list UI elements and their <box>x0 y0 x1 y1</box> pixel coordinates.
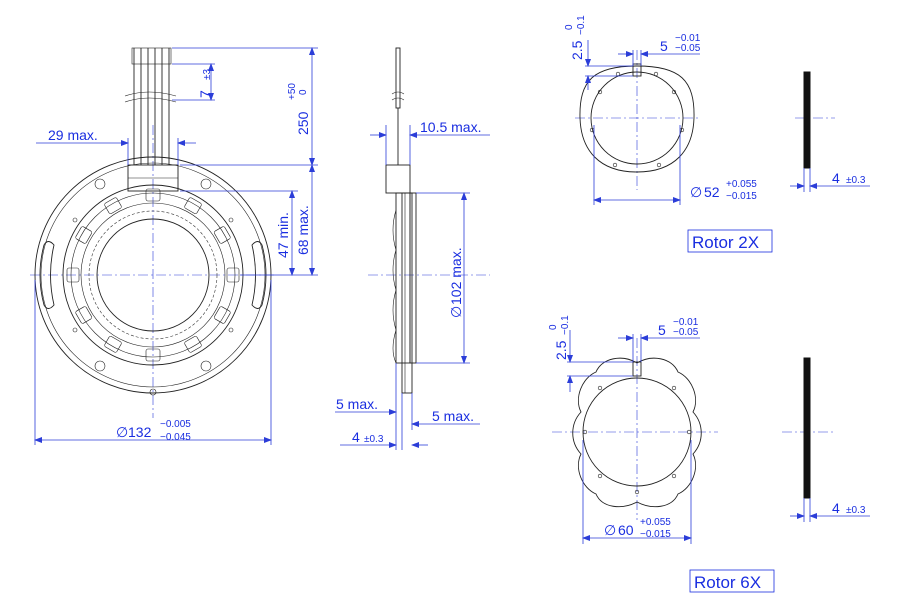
rotor-2x-label: Rotor 2X <box>692 233 759 252</box>
rotor2x-key-width-tol-upper: −0.01 <box>675 33 701 44</box>
dim-side-dia-102: 102 max. <box>448 247 464 305</box>
rotor6x-key-depth: 2.5 <box>553 340 569 360</box>
front-dimensions <box>34 47 318 445</box>
rotor2x-dia-symbol: ∅ <box>690 184 702 200</box>
rotor-2x-label-box <box>687 229 773 253</box>
rotor-6x-label: Rotor 6X <box>694 573 761 592</box>
rotor2x-thickness-tol: ±0.3 <box>846 175 866 186</box>
dim-outer-tol-upper: −0.005 <box>160 419 191 430</box>
stator-side-view <box>368 47 490 394</box>
dim-side-4-tol: ±0.3 <box>364 434 384 445</box>
rotor-2x-front <box>575 50 700 190</box>
dim-side-10-5: 10.5 max. <box>420 119 481 135</box>
rotor6x-thickness: 4 <box>832 500 840 516</box>
rotor6x-key-width: 5 <box>658 322 666 338</box>
dim-height-68: 68 max. <box>295 205 311 255</box>
rotor2x-bore-tol-upper: +0.055 <box>726 179 757 190</box>
rotor6x-bore-tol-upper: +0.055 <box>640 517 671 528</box>
coil-set <box>66 188 240 362</box>
rotor-6x-label-box <box>689 569 775 593</box>
dim-cable-tol-upper: +50 <box>287 83 298 100</box>
rotor-2x-dimensions <box>585 40 700 205</box>
cable-wires <box>124 47 177 165</box>
dim-height-47: 47 min. <box>275 212 291 258</box>
rotor6x-key-depth-tol-upper: 0 <box>548 324 559 330</box>
rotor-6x-front <box>552 338 718 520</box>
dim-width-29: 29 max. <box>48 127 98 143</box>
side-dimensions <box>335 125 490 450</box>
rotor6x-key-width-tol-upper: −0.01 <box>673 317 699 328</box>
rotor6x-thickness-tol: ±0.3 <box>846 505 866 516</box>
rotor6x-bore-tol-lower: −0.015 <box>640 529 671 540</box>
stator-front-view <box>30 47 275 418</box>
rotor2x-key-depth-tol-upper: 0 <box>564 24 575 30</box>
rotor2x-bore-tol-lower: −0.015 <box>726 191 757 202</box>
dim-dia-symbol-132: ∅ <box>116 424 128 440</box>
dim-outer-tol-lower: −0.045 <box>160 432 191 443</box>
rotor2x-key-depth: 2.5 <box>569 40 585 60</box>
dim-side-5-right: 5 max. <box>432 408 474 424</box>
rotor-6x-side <box>782 357 870 522</box>
rotor2x-key-width-tol-lower: −0.05 <box>675 43 701 54</box>
dim-side-dia-symbol: ∅ <box>448 306 464 318</box>
dim-wire-offset: 7 <box>197 90 213 98</box>
rotor6x-key-depth-tol-lower: −0.1 <box>560 315 571 335</box>
rotor-6x-dimensions <box>567 330 700 544</box>
dim-cable-tol-lower: 0 <box>298 89 309 95</box>
rotor2x-bore: 52 <box>704 184 720 200</box>
rotor-2x-side <box>790 71 870 192</box>
rotor6x-bore: 60 <box>618 522 634 538</box>
dim-outer-dia: 132 <box>128 424 152 440</box>
rotor2x-thickness: 4 <box>832 170 840 186</box>
dim-wire-offset-tol: ±3 <box>202 69 213 80</box>
rotor6x-dia-symbol: ∅ <box>604 522 616 538</box>
dim-cable-length: 250 <box>295 111 311 135</box>
rotor6x-key-width-tol-lower: −0.05 <box>673 327 699 338</box>
rotor2x-key-width: 5 <box>660 38 668 54</box>
rotor2x-key-depth-tol-lower: −0.1 <box>576 15 587 35</box>
dim-side-5-left: 5 max. <box>336 396 378 412</box>
dim-side-4: 4 <box>352 429 360 445</box>
